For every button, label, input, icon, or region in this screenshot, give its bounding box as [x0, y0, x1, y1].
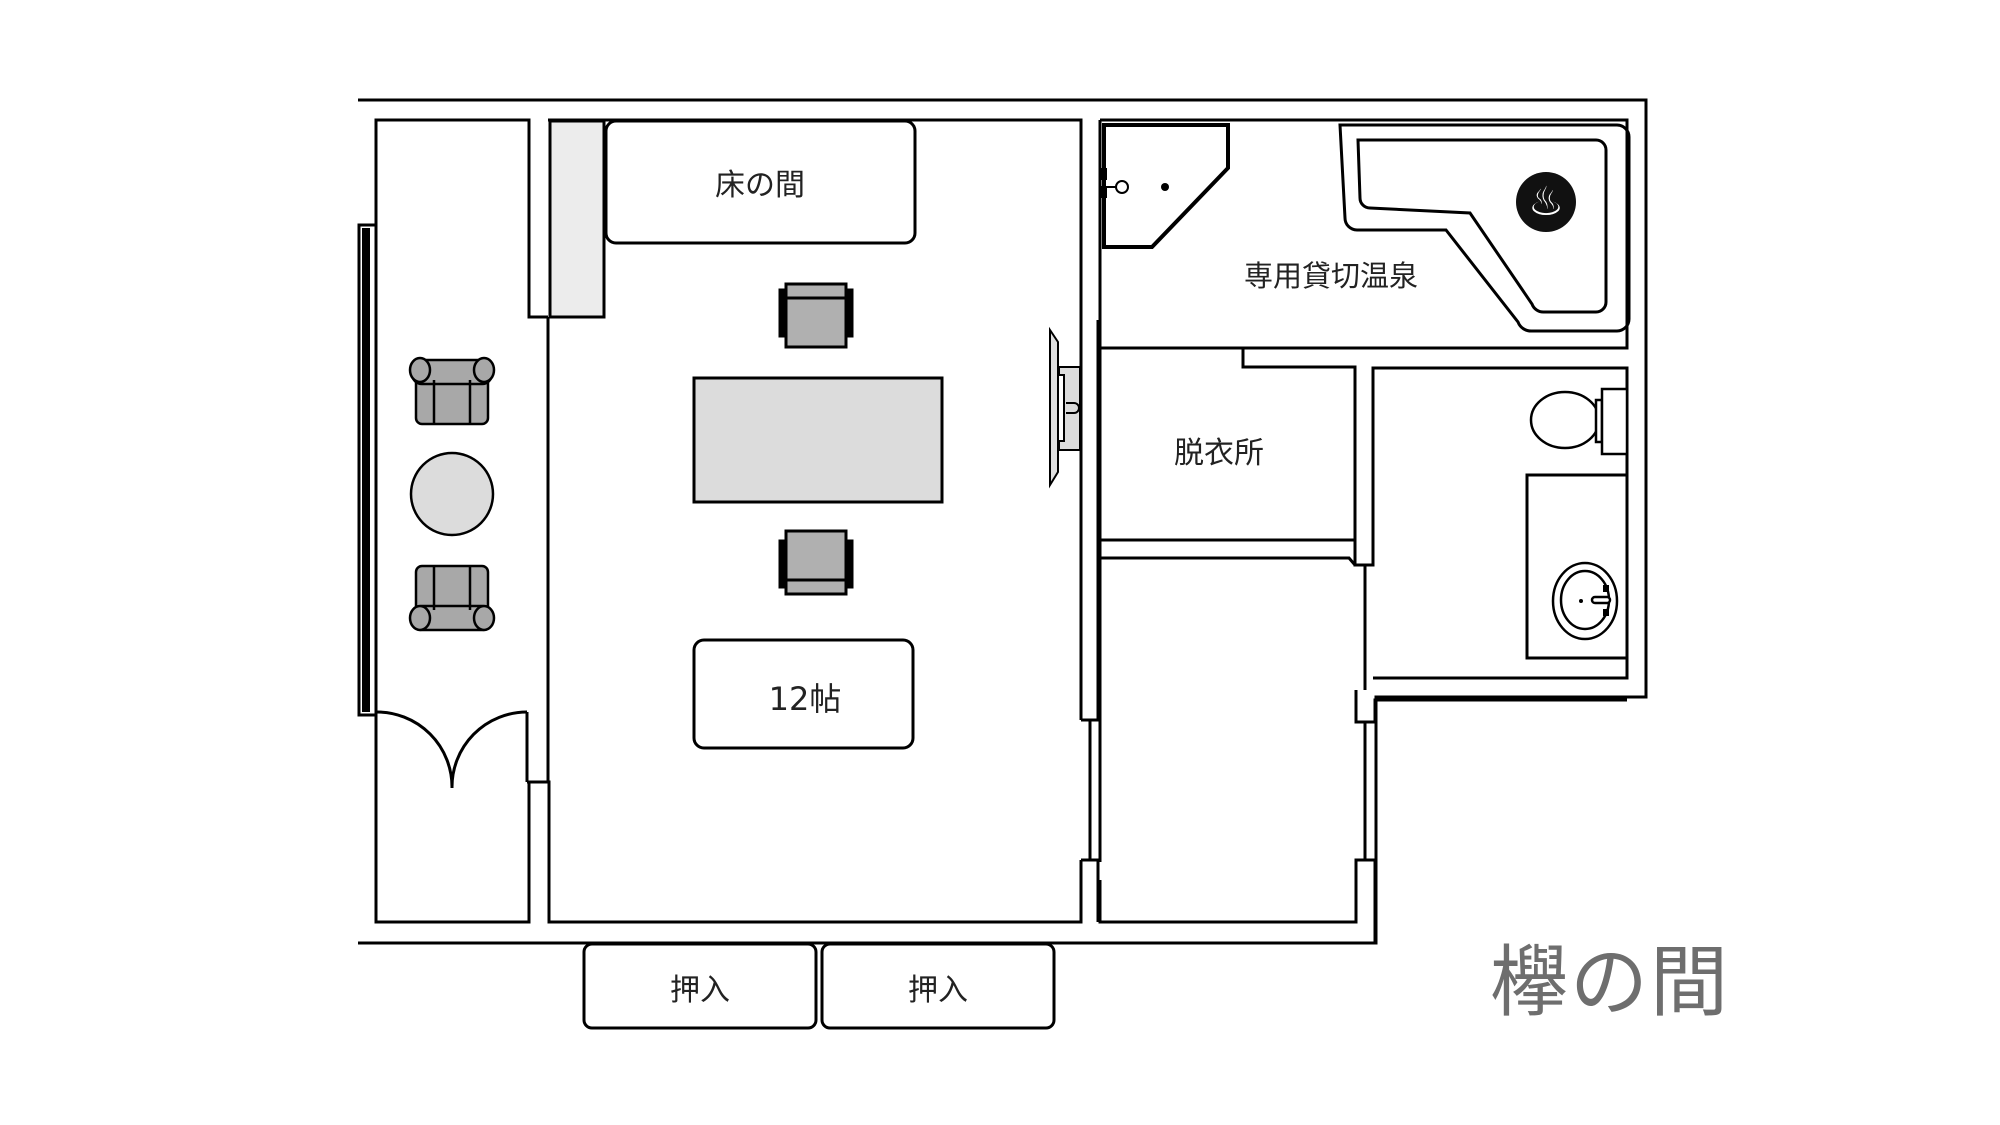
tokonoma-box: [604, 119, 917, 245]
dressing-room-lower: [1100, 556, 1357, 566]
onsen-tub: [1338, 123, 1631, 333]
armchair-bottom: [408, 564, 496, 632]
toilet-icon: [1529, 387, 1629, 456]
closet-right-label: 押入: [908, 973, 968, 1008]
closet-left-label: 押入: [670, 973, 730, 1008]
dressing-room-label: 脱衣所: [1174, 436, 1264, 471]
main-room-size-label: 12帖: [768, 680, 842, 718]
sink-icon: [1551, 561, 1619, 641]
entrance-jamb: [1354, 690, 1627, 724]
zaisu-chair-top: [778, 282, 854, 349]
tokonoma-label: 床の間: [715, 168, 805, 203]
zaisu-chair-bottom: [778, 529, 854, 596]
armchair-top: [408, 356, 496, 426]
main-room-door-track: [1081, 320, 1100, 722]
onsen-mark-bg: [1516, 172, 1576, 232]
window-glass: [362, 228, 370, 712]
closet-right-box: [820, 942, 1056, 1030]
round-table: [409, 451, 495, 537]
engawa-wall: [374, 118, 548, 319]
shower-corner: [1101, 123, 1230, 249]
onsen-icon: ♨: [1528, 179, 1564, 225]
tatami-size-box: [692, 638, 915, 750]
double-swing-door: [374, 710, 529, 789]
entrance-wall: [1098, 558, 1377, 943]
shelf: [548, 119, 606, 319]
engawa-wall-lower: [374, 715, 531, 924]
closet-left-box: [582, 942, 818, 1030]
tv-icon: [1049, 326, 1081, 489]
main-room-door-track-lower: [1081, 858, 1100, 922]
room-name-title: 欅の間: [1489, 938, 1731, 1028]
main-table: [692, 376, 944, 504]
private-onsen-label: 専用貸切温泉: [1243, 259, 1419, 293]
